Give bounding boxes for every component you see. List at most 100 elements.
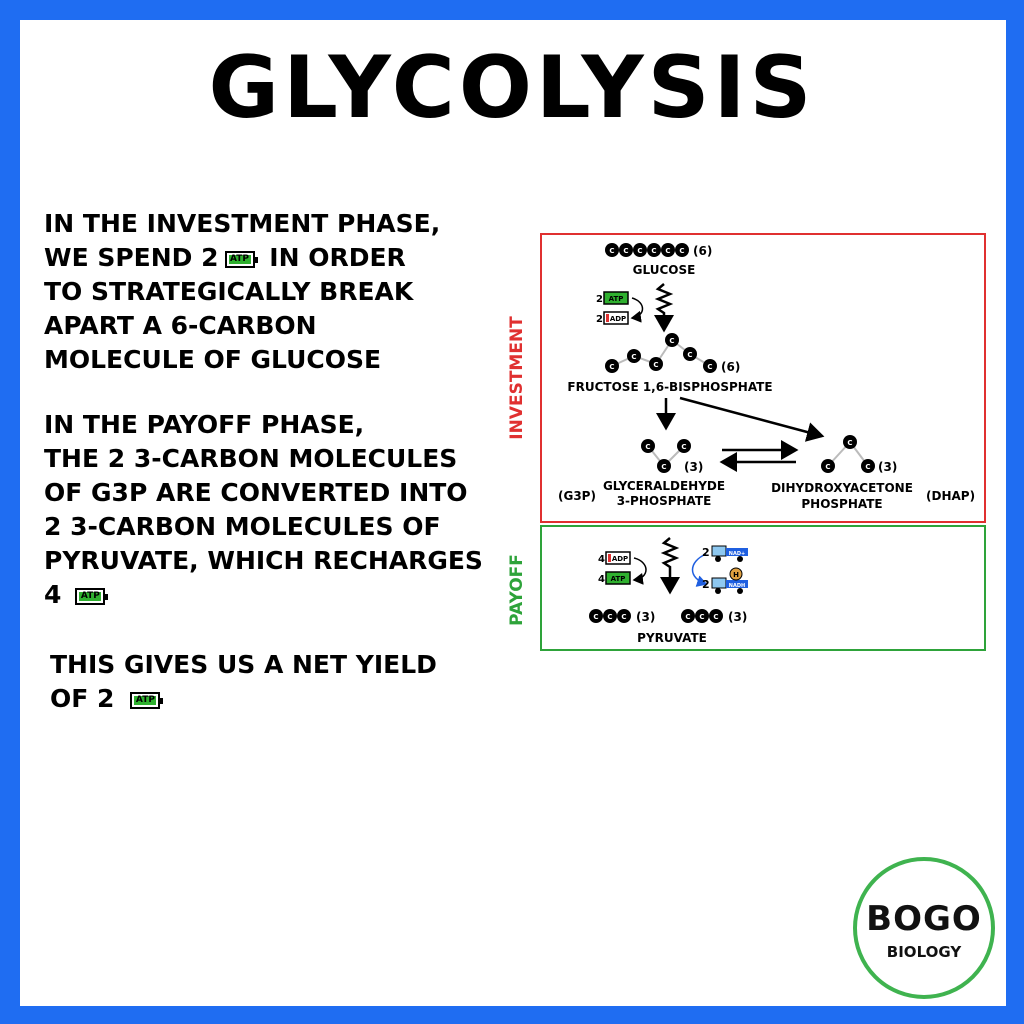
- svg-text:2: 2: [702, 546, 710, 559]
- carbon-atom: C: [843, 435, 857, 449]
- carbon-atom: C: [695, 609, 709, 623]
- pyruvate-molecule: C C C (3): [681, 609, 747, 624]
- para1-line3: TO STRATEGICALLY BREAK: [44, 277, 414, 306]
- para3-line1: THIS GIVES US A NET YIELD: [50, 650, 437, 679]
- step1-arrow: [654, 283, 674, 333]
- adp-battery-icon: [603, 311, 629, 325]
- svg-text:C: C: [623, 247, 628, 255]
- svg-text:C: C: [593, 613, 598, 621]
- svg-text:C: C: [707, 363, 712, 371]
- atp-battery-label: ATP: [134, 694, 157, 705]
- payoff-paragraph: IN THE PAYOFF PHASE, THE 2 3-CARBON MOLE…: [44, 408, 483, 612]
- carbon-atom: C: [657, 459, 671, 473]
- dhap-label-line1: DIHYDROXYACETONE: [771, 481, 913, 495]
- para3-line2: OF 2 ATP: [50, 682, 437, 716]
- payoff-cofactors: 4 ADP 4 ATP: [598, 551, 647, 585]
- investment-label: INVESTMENT: [507, 316, 527, 440]
- split-arrow-dhap: [679, 396, 825, 442]
- step1-cofactors: 2 ATP 2 ADP: [596, 291, 644, 325]
- svg-text:C: C: [651, 247, 656, 255]
- carbon-atom: C: [627, 349, 641, 363]
- dhap-carbon-count: (3): [878, 460, 897, 474]
- atp-battery-label: ATP: [228, 253, 251, 264]
- glucose-carbon-count: (6): [693, 244, 712, 258]
- pyruvate-molecule: C C C (3): [589, 609, 655, 624]
- carbon-atom: C: [675, 243, 689, 257]
- para1-line2-a: WE SPEND 2: [44, 243, 219, 272]
- carbon-atom: C: [681, 609, 695, 623]
- svg-text:ADP: ADP: [612, 555, 628, 563]
- svg-text:C: C: [685, 613, 690, 621]
- svg-text:C: C: [645, 443, 650, 451]
- g3p-carbon-count: (3): [684, 460, 703, 474]
- para1-line1: IN THE INVESTMENT PHASE,: [44, 209, 441, 238]
- carbon-atom: C: [703, 359, 717, 373]
- para2-line6: 4 ATP: [44, 578, 483, 612]
- atp-battery-icon: ATP: [75, 587, 109, 605]
- carbon-atom: C: [605, 359, 619, 373]
- carbon-atom: C: [709, 609, 723, 623]
- glucose-label: GLUCOSE: [633, 263, 696, 277]
- svg-text:NAD+: NAD+: [729, 551, 745, 557]
- svg-text:C: C: [699, 613, 704, 621]
- carbon-atom: C: [683, 347, 697, 361]
- svg-text:4: 4: [598, 574, 605, 585]
- net-yield-paragraph: THIS GIVES US A NET YIELD OF 2 ATP: [50, 648, 437, 716]
- svg-text:C: C: [609, 247, 614, 255]
- fructose-bisphosphate-molecule: C C C C C C (6): [605, 333, 740, 374]
- svg-text:(3): (3): [636, 610, 655, 624]
- svg-text:ATP: ATP: [611, 575, 626, 583]
- carbon-atom: C: [633, 243, 647, 257]
- payoff-box: [540, 525, 986, 651]
- svg-text:C: C: [847, 439, 852, 447]
- svg-text:C: C: [661, 463, 666, 471]
- nad-cofactors: 2 NAD+ 2 NADH H: [691, 545, 748, 594]
- svg-text:C: C: [679, 247, 684, 255]
- logo-bogo-text: BOGO: [866, 899, 982, 939]
- fructose-label: FRUCTOSE 1,6-BISPHOSPHATE: [567, 380, 772, 394]
- svg-text:C: C: [631, 353, 636, 361]
- pyruvate-label: PYRUVATE: [637, 631, 707, 645]
- carbon-atom: C: [589, 609, 603, 623]
- svg-text:ATP: ATP: [609, 295, 624, 303]
- payoff-label: PAYOFF: [507, 554, 527, 626]
- svg-text:ADP: ADP: [610, 315, 626, 323]
- g3p-molecule: C C C (3): [641, 439, 703, 474]
- carbon-atom: C: [619, 243, 633, 257]
- page-title: GLYCOLYSIS: [208, 38, 816, 138]
- para2-line6-text: 4: [44, 580, 62, 609]
- carbon-atom: C: [665, 333, 679, 347]
- carbon-atom: C: [861, 459, 875, 473]
- svg-text:2: 2: [702, 578, 710, 591]
- para2-line1: IN THE PAYOFF PHASE,: [44, 410, 365, 439]
- svg-text:4: 4: [598, 554, 605, 565]
- carbon-atom: C: [821, 459, 835, 473]
- para2-line2: THE 2 3-CARBON MOLECULES: [44, 444, 458, 473]
- svg-text:C: C: [621, 613, 626, 621]
- carbon-atom: C: [661, 243, 675, 257]
- carbon-atom: C: [617, 609, 631, 623]
- dhap-abbreviation: (DHAP): [926, 489, 975, 503]
- atp-battery-icon: ATP: [130, 691, 164, 709]
- svg-text:C: C: [669, 337, 674, 345]
- para2-line3: OF G3P ARE CONVERTED INTO: [44, 478, 468, 507]
- para2-line5: PYRUVATE, WHICH RECHARGES: [44, 546, 483, 575]
- svg-text:C: C: [687, 351, 692, 359]
- carbon-atom: C: [649, 357, 663, 371]
- para1-line4: APART A 6-CARBON: [44, 311, 317, 340]
- carbon-atom: C: [677, 439, 691, 453]
- para3-line2-text: OF 2: [50, 684, 115, 713]
- atp-battery-icon: [605, 571, 631, 585]
- dhap-molecule: C C C (3): [821, 435, 897, 474]
- nad-truck-icon: NAD+: [711, 545, 748, 562]
- svg-text:C: C: [681, 443, 686, 451]
- adp-battery-icon: [605, 551, 631, 565]
- investment-box: [540, 233, 986, 523]
- svg-text:H: H: [733, 571, 739, 579]
- nadh-truck-icon: NADH H: [711, 567, 748, 594]
- svg-text:C: C: [607, 613, 612, 621]
- g3p-abbreviation: (G3P): [558, 489, 596, 503]
